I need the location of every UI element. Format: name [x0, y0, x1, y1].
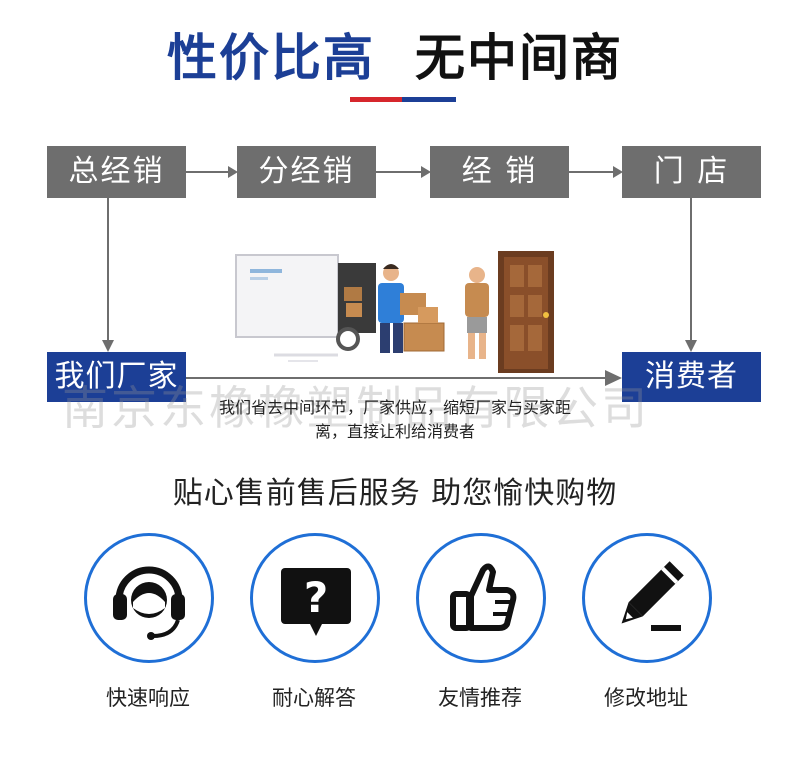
- service-circle-quick-response: [84, 533, 214, 663]
- headline-part2: 无中间商: [415, 29, 623, 87]
- thumbs-up-icon: [450, 563, 517, 631]
- flow-step-sub-distributor: 分经销: [237, 146, 376, 198]
- flow-step-distributor: 经 销: [430, 146, 569, 198]
- service-circle-recommendation: [416, 533, 546, 663]
- flow-arrows: [102, 166, 697, 386]
- service-heading: 贴心售前售后服务 助您愉快购物: [172, 476, 618, 511]
- factory-label: 我们厂家: [47, 352, 186, 402]
- underline-blue: [402, 97, 456, 102]
- question-bubble-icon: ?: [281, 568, 351, 636]
- headline-part1: 性价比高: [167, 29, 375, 87]
- delivery-illustration: [235, 251, 554, 373]
- service-label-recommendation: 友情推荐: [438, 686, 522, 710]
- caption-line-2: 离，直接让利给消费者: [314, 422, 475, 441]
- service-label-change-address: 修改地址: [604, 686, 688, 710]
- service-circle-change-address: [582, 533, 712, 663]
- service-circle-patient-answers: ?: [250, 533, 380, 663]
- pen-edit-icon: [621, 561, 684, 631]
- flow-step-general-distributor: 总经销: [47, 146, 186, 198]
- service-label-quick-response: 快速响应: [106, 686, 190, 710]
- underline-red: [350, 97, 402, 102]
- consumer-label: 消费者: [622, 352, 761, 402]
- service-label-patient-answers: 耐心解答: [272, 686, 356, 710]
- page-title: 性价比高无中间商: [0, 18, 790, 90]
- watermark: 南京东橡橡塑制品有限公司: [62, 381, 650, 435]
- caption-line-1: 我们省去中间环节，厂家供应，缩短厂家与买家距: [218, 398, 571, 417]
- flow-step-store: 门 店: [622, 146, 761, 198]
- flow-caption: 我们省去中间环节，厂家供应，缩短厂家与买家距 离，直接让利给消费者: [0, 396, 790, 444]
- headset-icon: [113, 566, 185, 640]
- svg-text:?: ?: [304, 573, 328, 622]
